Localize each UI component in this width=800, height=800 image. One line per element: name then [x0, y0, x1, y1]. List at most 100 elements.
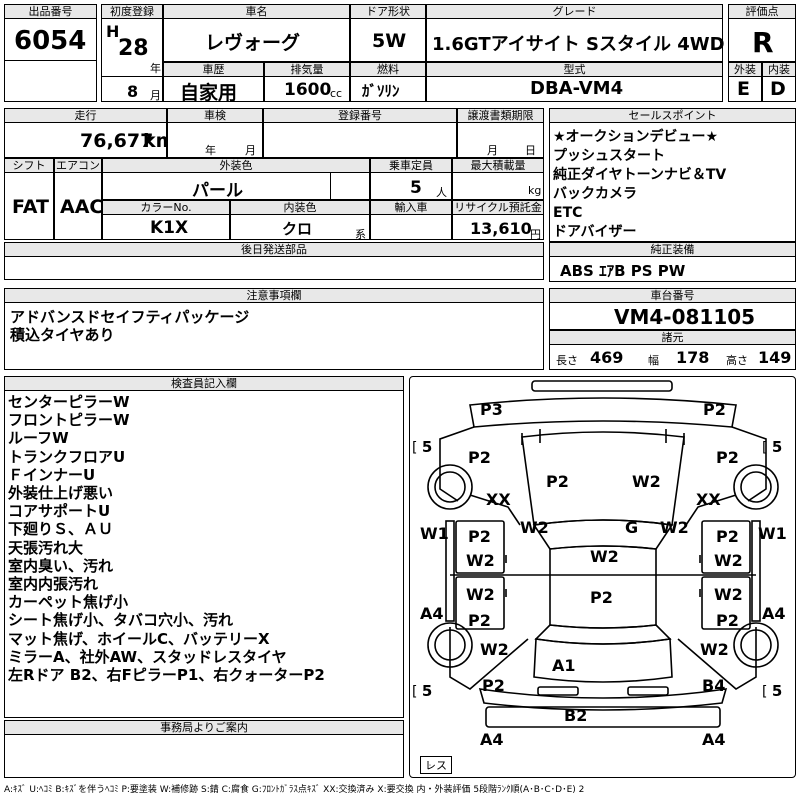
- fuel-box: [350, 76, 426, 102]
- recycle-value: 13,610: [470, 219, 532, 238]
- reg-label: 初度登録: [101, 4, 163, 19]
- inspector-line: ミラーA、社外AW、スタッドレスタイヤ: [8, 647, 287, 666]
- sales-point: プッシュスタート: [553, 148, 665, 164]
- mark-windshield: G: [625, 518, 639, 537]
- reg-month: 8: [127, 82, 139, 101]
- color-value: パール: [192, 181, 243, 201]
- spec-label: 諸元: [549, 330, 796, 345]
- fuel-value: ｶﾞｿﾘﾝ: [362, 82, 400, 100]
- ext-box: [728, 76, 762, 102]
- colorno-box: [102, 214, 230, 240]
- inspection-box: [167, 122, 263, 158]
- maxload-box: [452, 172, 544, 200]
- mark-right-rear-corner: B4: [702, 676, 726, 695]
- mark-rear-bumper-right: A4: [702, 730, 726, 749]
- color-box: [102, 172, 370, 200]
- disp-unit: cc: [330, 87, 343, 100]
- inspector-line: コアサポートU: [8, 502, 111, 521]
- equip-box: [549, 256, 796, 282]
- tire-rr-value: 5: [771, 682, 783, 700]
- office-box: [4, 734, 404, 778]
- inspector-line: フロントピラーW: [8, 411, 130, 430]
- capacity-value: 5: [410, 178, 422, 198]
- history-value: 自家用: [180, 82, 238, 104]
- mark-front-bumper-right: P2: [703, 400, 726, 419]
- shift-label: シフト: [4, 158, 54, 173]
- capacity-label: 乗車定員: [370, 158, 452, 173]
- insp-year-unit: 年: [205, 144, 216, 157]
- fuel-label: 燃料: [350, 62, 426, 77]
- model-value: DBA-VM4: [530, 78, 624, 99]
- width-label: 幅: [648, 354, 659, 367]
- score-value: R: [752, 26, 774, 59]
- tire-rl-value: 5: [421, 682, 433, 700]
- lot-label: 出品番号: [4, 4, 97, 19]
- mark-hood-right: W2: [632, 472, 661, 491]
- mark-left-headlight: XX: [486, 490, 511, 509]
- history-box: [163, 76, 264, 102]
- sales-point: ★オークションデビュー★: [553, 129, 719, 145]
- chassis-label: 車台番号: [549, 288, 796, 303]
- intcolor-label: 内装色: [230, 200, 370, 215]
- caution-box: [4, 302, 544, 370]
- maxload-label: 最大積載量: [452, 158, 544, 173]
- mark-right-rocker: A4: [762, 604, 786, 623]
- mark-hood-left: P2: [546, 472, 569, 491]
- lot-divider: [4, 60, 97, 102]
- int-label: 内装: [762, 62, 796, 77]
- name-label: 車名: [163, 4, 350, 19]
- caution-lines: アドバンスドセイフティパッケージ 積込タイヤあり: [10, 308, 249, 344]
- colorno-label: カラーNo.: [102, 200, 230, 215]
- inspector-line: トランクフロアU: [8, 447, 126, 466]
- inspector-line: カーペット焦げ小: [8, 593, 129, 612]
- inspector-line: 下廻りＳ、ＡＵ: [8, 520, 114, 539]
- caution-line: アドバンスドセイフティパッケージ: [10, 308, 250, 326]
- mark-left-front-door-p: P2: [468, 527, 491, 546]
- transfer-month-unit: 月: [487, 144, 498, 157]
- recycle-box: [452, 214, 544, 240]
- mark-right-rear-door-p: P2: [716, 611, 739, 630]
- mark-rear-bumper-left: A4: [480, 730, 504, 749]
- later-box: [4, 256, 544, 280]
- sales-point: バックカメラ: [553, 186, 637, 202]
- ext-label: 外装: [728, 62, 762, 77]
- mark-left-rocker: A4: [420, 604, 444, 623]
- mark-right-sill: W1: [758, 524, 787, 543]
- inspector-line: シート焦げ小、タバコ穴小、汚れ: [8, 611, 234, 630]
- transfer-box: [457, 122, 544, 158]
- mark-right-headlight: XX: [696, 490, 721, 509]
- equip-value: ABS ｴｱB PS PW: [560, 262, 686, 280]
- import-label: 輸入車: [370, 200, 452, 215]
- reg-month-unit: 月: [150, 89, 161, 102]
- mark-right-front-door-w: W2: [714, 551, 743, 570]
- ac-box: [54, 172, 102, 240]
- mark-left-front-fender: P2: [468, 448, 491, 467]
- model-label: 型式: [426, 62, 723, 77]
- disp-value: 1600: [284, 80, 332, 100]
- mark-front-bumper-left: P3: [480, 400, 503, 419]
- chassis-box: [549, 302, 796, 330]
- tire-rl: [ 5: [412, 682, 433, 700]
- disp-label: 排気量: [264, 62, 350, 77]
- tire-fr-value: 5: [771, 438, 783, 456]
- sales-point: ドアバイザー: [553, 224, 637, 240]
- tire-fr: [ 5: [762, 438, 783, 456]
- maxload-unit: kg: [528, 184, 542, 197]
- chassis-value: VM4-081105: [614, 305, 756, 329]
- mark-right-quarter: W2: [700, 640, 729, 659]
- mark-rear-bumper: B2: [564, 706, 588, 725]
- regno-box: [263, 122, 457, 158]
- import-box: [370, 214, 452, 240]
- color-extra-box: [330, 172, 370, 200]
- mark-right-rear-door-w: W2: [714, 585, 743, 604]
- caution-label: 注意事項欄: [4, 288, 544, 303]
- reg-era: H: [106, 22, 120, 41]
- sales-points: ★オークションデビュー★ プッシュスタート 純正ダイヤトーンナビ＆TV バックカ…: [553, 128, 726, 242]
- inspector-box: [4, 390, 404, 718]
- inspector-line: ルーフW: [8, 429, 69, 448]
- tire-fl: [ 5: [412, 438, 433, 456]
- inspector-lines: センターピラーW フロントピラーW ルーフW トランクフロアU ＦインナーU 外…: [8, 393, 325, 684]
- mark-trunk: A1: [552, 656, 576, 675]
- height-label: 高さ: [726, 354, 748, 367]
- disp-box: [264, 76, 350, 102]
